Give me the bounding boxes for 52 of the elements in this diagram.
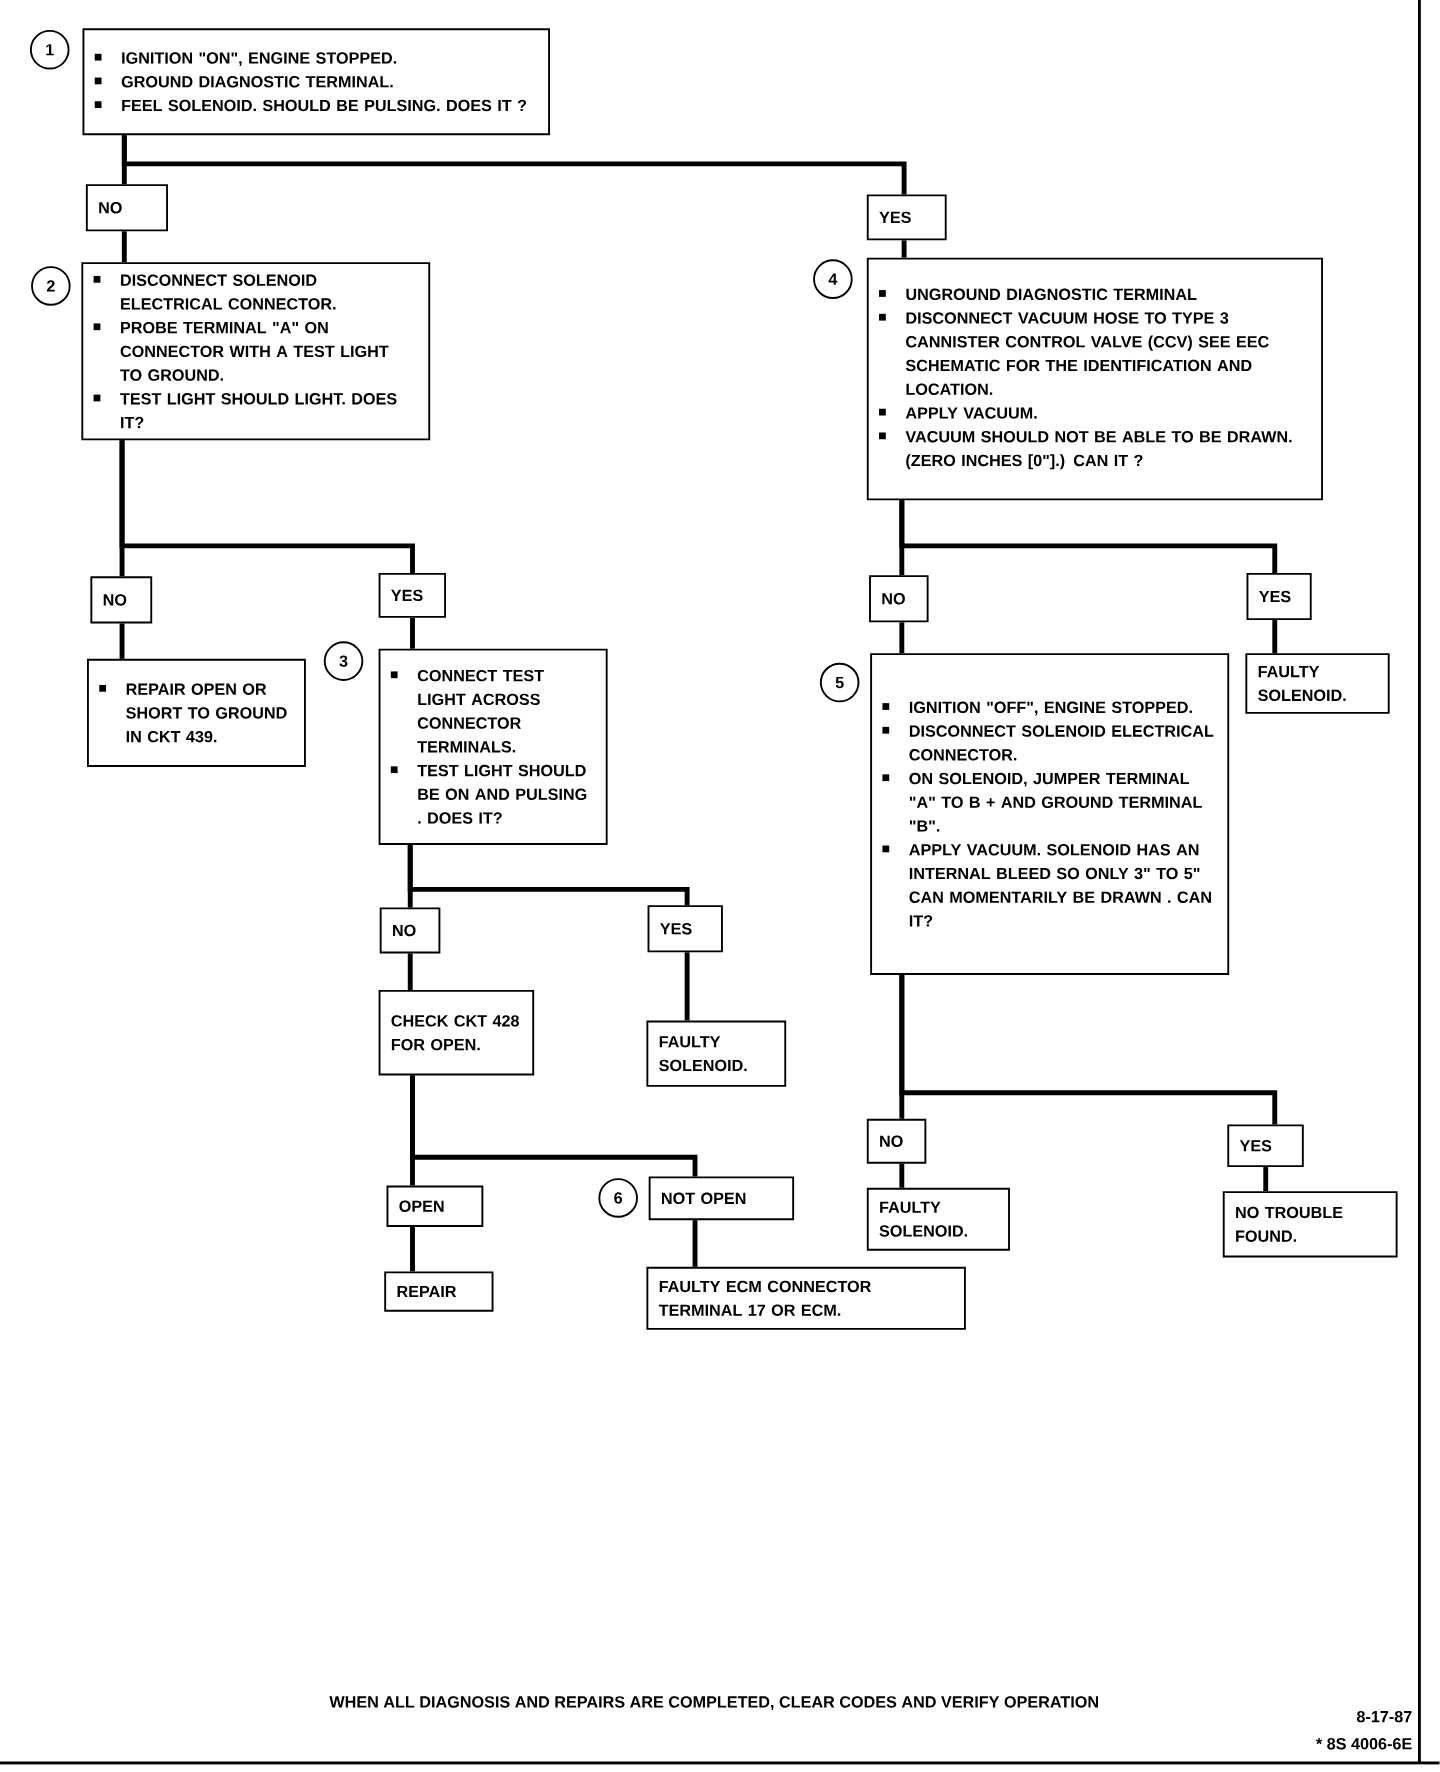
connector-line	[1272, 620, 1278, 654]
branch-label-box: OPEN	[386, 1185, 484, 1227]
step-box: UNGROUND DIAGNOSTIC TERMINAL DISCONNECT VACUUM HOSE TO TYPE 3 CANNISTER CONTROL VALVE (CCV) SEE EEC SCHEMATIC FOR THE IDENTIFICATION AND LOCATION. APPLY VACUUM. VACUUM SHOULD NOT BE ABLE TO BE DRAWN. (ZERO INCHES [0"].) CAN IT ?	[866, 257, 1324, 501]
result-box: FAULTY ECM CONNECTOR TERMINAL 17 OR ECM.	[646, 1266, 966, 1330]
date-code: 8-17-87	[1357, 1710, 1412, 1723]
connector-line	[119, 440, 416, 573]
footer-note: WHEN ALL DIAGNOSIS AND REPAIRS ARE COMPLETED, CLEAR CODES AND VERIFY OPERATION	[329, 1696, 1099, 1710]
branch-label-box: NO	[379, 907, 441, 954]
connector-line	[1263, 1167, 1269, 1192]
connector-line	[410, 1226, 416, 1272]
connector-line	[899, 622, 905, 654]
step-box: CHECK CKT 428 FOR OPEN.	[378, 989, 535, 1076]
branch-label-box: YES	[378, 572, 447, 618]
result-box: REPAIR OPEN OR SHORT TO GROUND IN CKT 439.	[87, 658, 306, 767]
step-number: 1	[30, 29, 70, 70]
step-box: DISCONNECT SOLENOID ELECTRICAL CONNECTOR. PROBE TERMINAL "A" ON CONNECTOR WITH A TEST LIGHT TO GROUND. TEST LIGHT SHOULD LIGHT. DOES IT?	[81, 262, 431, 441]
connector-line	[122, 135, 907, 195]
connector-line	[410, 617, 416, 649]
branch-label-box: NOT OPEN	[648, 1176, 795, 1221]
branch-label-box: YES	[1227, 1124, 1304, 1168]
connector-line	[119, 623, 125, 659]
connector-line	[899, 1163, 905, 1188]
document-number: * 8S 4006-6E	[1316, 1738, 1412, 1750]
step-number: 2	[31, 266, 71, 306]
connector-line	[901, 240, 907, 258]
result-box: FAULTY SOLENOID.	[1245, 653, 1390, 714]
step-number: 6	[598, 1178, 639, 1218]
connector-line	[122, 231, 127, 263]
branch-label-box: YES	[866, 194, 947, 241]
connector-line	[407, 953, 413, 990]
connector-line	[899, 500, 1278, 573]
branch-label-box: NO	[869, 575, 929, 623]
connector-line	[407, 844, 690, 906]
branch-label-box: YES	[647, 905, 724, 953]
connector-line	[410, 1075, 698, 1177]
step-box: IGNITION "OFF", ENGINE STOPPED. DISCONNECT SOLENOID ELECTRICAL CONNECTOR. ON SOLENOID, JUMPER TERMINAL "A" TO B + AND GROUND TERMINAL "B". APPLY VACUUM. SOLENOID HAS AN INTERNAL BLEED SO ONLY 3" TO 5" CAN MOMENTARILY BE DRAWN . CAN IT?	[870, 653, 1230, 975]
connector-line	[684, 952, 690, 1021]
connector-line	[899, 974, 1278, 1125]
branch-label-box: YES	[1246, 572, 1312, 621]
step-box: IGNITION "ON", ENGINE STOPPED. GROUND DIAGNOSTIC TERMINAL. FEEL SOLENOID. SHOULD BE PULSING. DOES IT ?	[82, 28, 551, 136]
branch-label-box: NO	[866, 1118, 927, 1164]
branch-label-box: NO	[90, 576, 153, 624]
step-number: 5	[820, 662, 860, 703]
step-box: CONNECT TEST LIGHT ACROSS CONNECTOR TERMINALS. TEST LIGHT SHOULD BE ON AND PULSING . DOES IT?	[378, 648, 608, 845]
step-number: 3	[323, 641, 364, 681]
result-box: NO TROUBLE FOUND.	[1222, 1191, 1398, 1258]
result-box: REPAIR	[384, 1271, 494, 1312]
result-box: FAULTY SOLENOID.	[866, 1187, 1011, 1251]
branch-label-box: NO	[86, 184, 169, 232]
connector-line	[692, 1220, 698, 1267]
result-box: FAULTY SOLENOID.	[646, 1020, 787, 1087]
step-number: 4	[813, 259, 853, 299]
